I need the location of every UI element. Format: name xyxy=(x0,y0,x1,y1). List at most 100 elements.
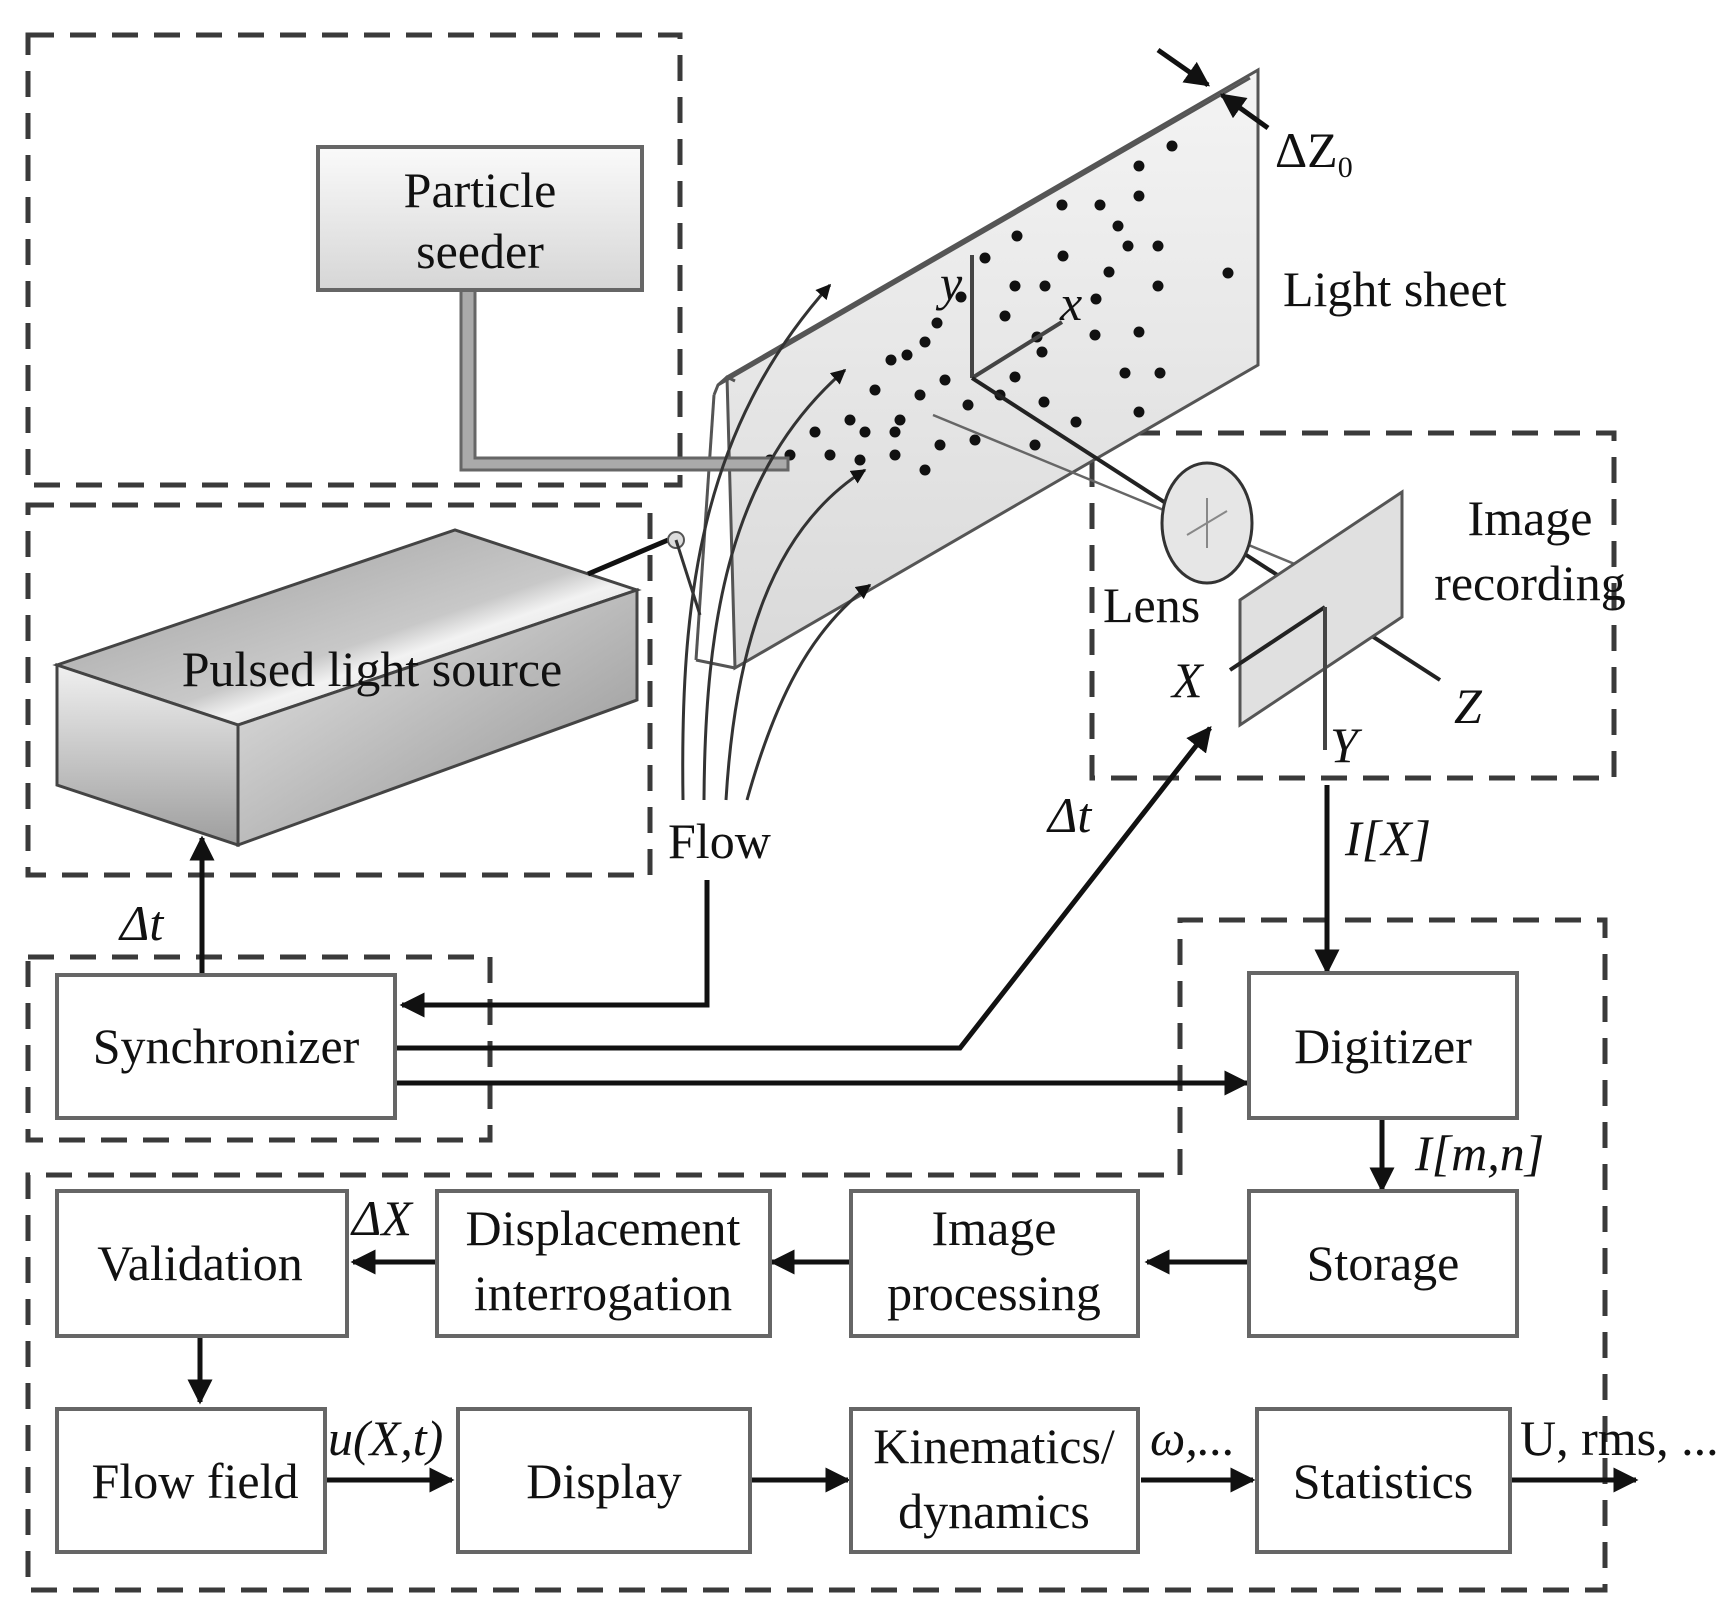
kinematics-label-line1: Kinematics/ xyxy=(873,1418,1115,1474)
seed-particle xyxy=(1057,250,1069,262)
block-synchronizer: Synchronizer xyxy=(55,973,397,1120)
seed-particle xyxy=(809,426,821,438)
wire-flow-to-sync xyxy=(399,880,710,1018)
seeder-label-line2: seeder xyxy=(416,223,544,279)
seeder-box xyxy=(316,145,644,292)
image-recording-label-line2: recording xyxy=(1434,555,1626,611)
block-displacement-interrogation: Displacement interrogation xyxy=(435,1189,772,1338)
image-signal-label: I[X] xyxy=(1344,810,1431,866)
displacement-label: ΔX xyxy=(350,1190,414,1246)
seed-particle xyxy=(1122,240,1134,252)
seed-particle xyxy=(1039,280,1051,292)
seed-particle xyxy=(844,414,856,426)
image-axis-x xyxy=(1228,605,1327,672)
seed-particle xyxy=(894,414,906,426)
interrogation-label-line2: interrogation xyxy=(474,1265,732,1321)
seed-particle xyxy=(969,434,981,446)
seed-particle xyxy=(885,354,897,366)
seed-particle xyxy=(1133,326,1145,338)
flow-streamlines: Flow xyxy=(668,283,872,869)
axis-y-label: y xyxy=(935,255,963,311)
block-digitizer: Digitizer xyxy=(1247,971,1519,1120)
dt-camera-label: Δt xyxy=(1046,787,1092,843)
lens: Lens xyxy=(1103,461,1254,633)
axis-x-label: x xyxy=(1059,275,1082,331)
seed-particle xyxy=(934,439,946,451)
seed-particle xyxy=(962,399,974,411)
seed-particle xyxy=(1094,199,1106,211)
light-sheet xyxy=(694,47,1270,671)
seed-particle xyxy=(931,317,943,329)
seed-particle xyxy=(1112,220,1124,232)
kinematics-label-line2: dynamics xyxy=(898,1483,1090,1539)
dt-light-label: Δt xyxy=(118,895,164,951)
synchronizer-label: Synchronizer xyxy=(93,1018,360,1074)
seed-particle xyxy=(1103,266,1115,278)
pulsed-light-source: Pulsed light source xyxy=(52,528,702,848)
seed-particle xyxy=(1036,346,1048,358)
wire-sync-to-camera xyxy=(397,726,1212,1051)
statistics-label: Statistics xyxy=(1293,1453,1474,1509)
seed-particle xyxy=(824,449,836,461)
seed-particle xyxy=(914,389,926,401)
seed-particle xyxy=(889,426,901,438)
image-recording-label-line1: Image xyxy=(1468,490,1593,546)
thickness-arrow-right xyxy=(1219,92,1270,131)
stats-output-label: U, rms, ... xyxy=(1520,1410,1719,1466)
seed-particle xyxy=(1011,230,1023,242)
seed-particle xyxy=(854,454,866,466)
seed-particle xyxy=(1038,396,1050,408)
seed-particle xyxy=(1070,416,1082,428)
sheet-thickness-label: ΔZ0 xyxy=(1275,122,1353,184)
seed-particle xyxy=(901,349,913,361)
seed-particle xyxy=(889,449,901,461)
seed-particle xyxy=(919,336,931,348)
block-validation: Validation xyxy=(55,1189,349,1338)
light-source-label: Pulsed light source xyxy=(182,641,563,697)
velocity-label: u(X,t) xyxy=(328,1410,443,1466)
seed-particle xyxy=(979,252,991,264)
block-flow-field: Flow field xyxy=(55,1407,327,1554)
object-axes: y x xyxy=(935,255,1082,380)
validation-label: Validation xyxy=(97,1235,303,1291)
digitizer-label: Digitizer xyxy=(1294,1018,1472,1074)
seed-particle xyxy=(869,384,881,396)
seed-particle xyxy=(999,310,1011,322)
image-axis-x-label: X xyxy=(1170,652,1205,708)
lens-label: Lens xyxy=(1103,577,1200,633)
seed-particle xyxy=(1152,240,1164,252)
block-kinematics-dynamics: Kinematics/ dynamics xyxy=(849,1407,1140,1554)
seed-particle xyxy=(1009,280,1021,292)
image-processing-label-line1: Image xyxy=(932,1200,1057,1256)
seed-particle xyxy=(1133,160,1145,172)
recording-group-frame xyxy=(1089,430,1617,781)
seed-particle xyxy=(1009,371,1021,383)
seed-particle xyxy=(1154,367,1166,379)
seed-particle xyxy=(939,374,951,386)
storage-label: Storage xyxy=(1307,1235,1460,1291)
block-statistics: Statistics xyxy=(1255,1407,1512,1554)
flow-field-label: Flow field xyxy=(92,1453,299,1509)
seed-particle xyxy=(1133,190,1145,202)
processing-group-frame xyxy=(25,917,1608,1593)
seed-particle xyxy=(1119,367,1131,379)
thickness-arrow-left xyxy=(1156,47,1211,88)
seeder-label-line1: Particle xyxy=(404,162,557,218)
block-image-processing: Image processing xyxy=(849,1189,1140,1338)
display-label: Display xyxy=(526,1453,682,1509)
seed-particle xyxy=(1152,280,1164,292)
particle-seeder: Particle seeder xyxy=(316,145,790,472)
seed-particle xyxy=(919,464,931,476)
image-recording-plane: X Y Z Image recording xyxy=(1170,489,1626,773)
seed-particle xyxy=(1133,406,1145,418)
illumination-group-frame xyxy=(25,502,653,878)
light-sheet-label: Light sheet xyxy=(1283,261,1507,317)
seed-particle xyxy=(1222,267,1234,279)
seed-particle xyxy=(955,291,967,303)
block-storage: Storage xyxy=(1247,1189,1519,1338)
seed-particle xyxy=(1089,329,1101,341)
image-axis-z-label: Z xyxy=(1454,678,1483,734)
block-display: Display xyxy=(456,1407,752,1554)
seed-particle xyxy=(1056,199,1068,211)
seed-particle xyxy=(859,426,871,438)
